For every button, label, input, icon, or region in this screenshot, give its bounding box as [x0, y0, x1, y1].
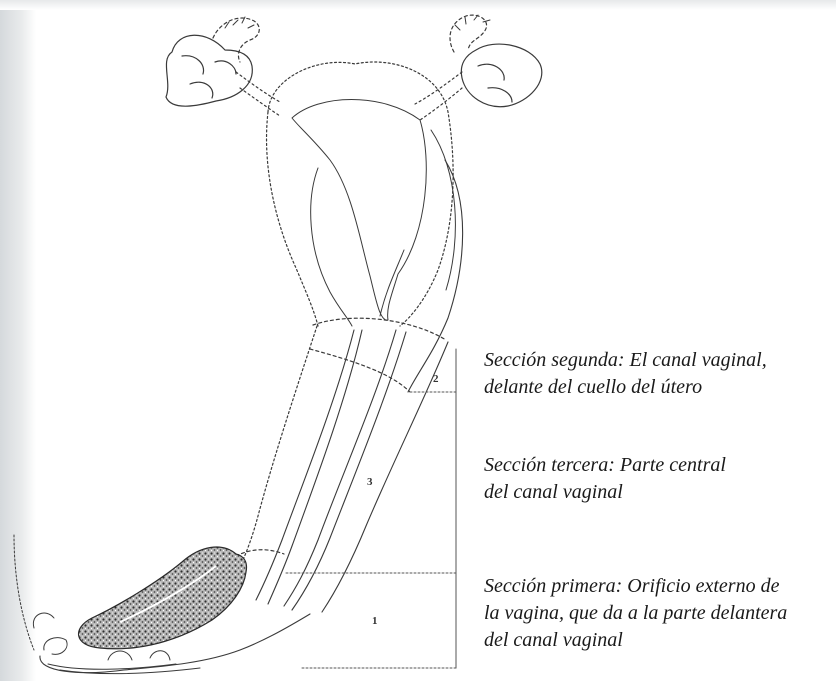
caption-line: la vagina, que da a la parte delantera — [484, 600, 787, 627]
left-ovary — [166, 17, 259, 106]
caption-line: del canal vaginal — [484, 627, 787, 654]
section-number-2: 2 — [433, 373, 439, 385]
right-fallopian-tube — [415, 72, 462, 104]
left-fallopian-tube — [236, 72, 280, 102]
section-brackets — [286, 349, 456, 668]
caption-second-section: Sección segunda: El canal vaginal, delan… — [484, 347, 767, 401]
caption-first-section: Sección primera: Orificio externo de la … — [484, 573, 787, 654]
vaginal-canal — [222, 326, 448, 612]
section-number-1: 1 — [372, 615, 378, 627]
uterine-cavity — [292, 100, 426, 321]
caption-line: Sección tercera: Parte central — [484, 452, 726, 479]
right-ovary — [450, 15, 542, 107]
caption-third-section: Sección tercera: Parte central del canal… — [484, 452, 726, 506]
caption-line: del canal vaginal — [484, 479, 726, 506]
section-number-3: 3 — [367, 476, 373, 488]
caption-line: Sección segunda: El canal vaginal, — [484, 347, 767, 374]
caption-line: Sección primera: Orificio externo de — [484, 573, 787, 600]
stippled-tissue — [79, 547, 247, 649]
caption-line: delante del cuello del útero — [484, 374, 767, 401]
